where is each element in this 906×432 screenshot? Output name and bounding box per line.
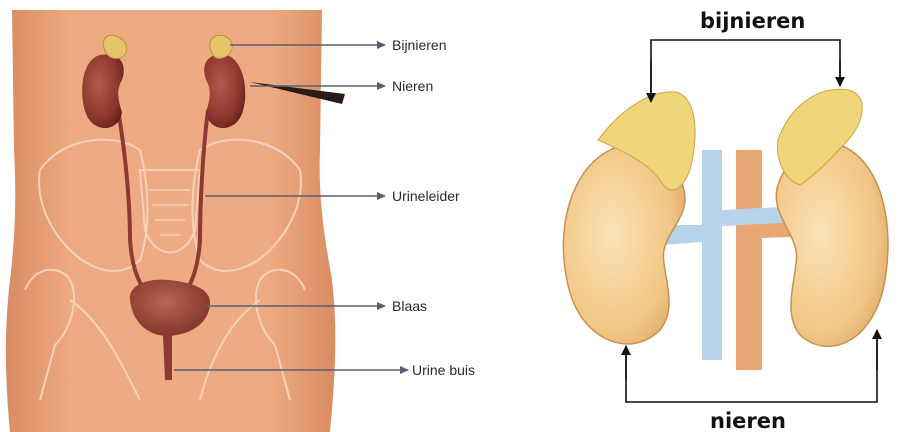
adrenal-bracket [651,40,840,100]
label-blaas: Blaas [392,298,427,314]
left-kidney [82,54,124,128]
label-nieren-right: nieren [710,409,786,432]
label-nieren-left: Nieren [392,78,433,94]
left-figure: Bijnieren Nieren Urineleider Blaas Urine… [6,10,475,432]
aorta [736,150,762,370]
vena-cava [702,150,722,360]
label-urineleider: Urineleider [392,188,460,204]
label-bijnieren-left: Bijnieren [392,37,446,53]
right-figure: bijnieren nieren [563,9,888,432]
label-bijnieren-right: bijnieren [700,9,805,33]
right-adrenal [210,35,232,58]
label-urine-buis: Urine buis [412,362,475,378]
